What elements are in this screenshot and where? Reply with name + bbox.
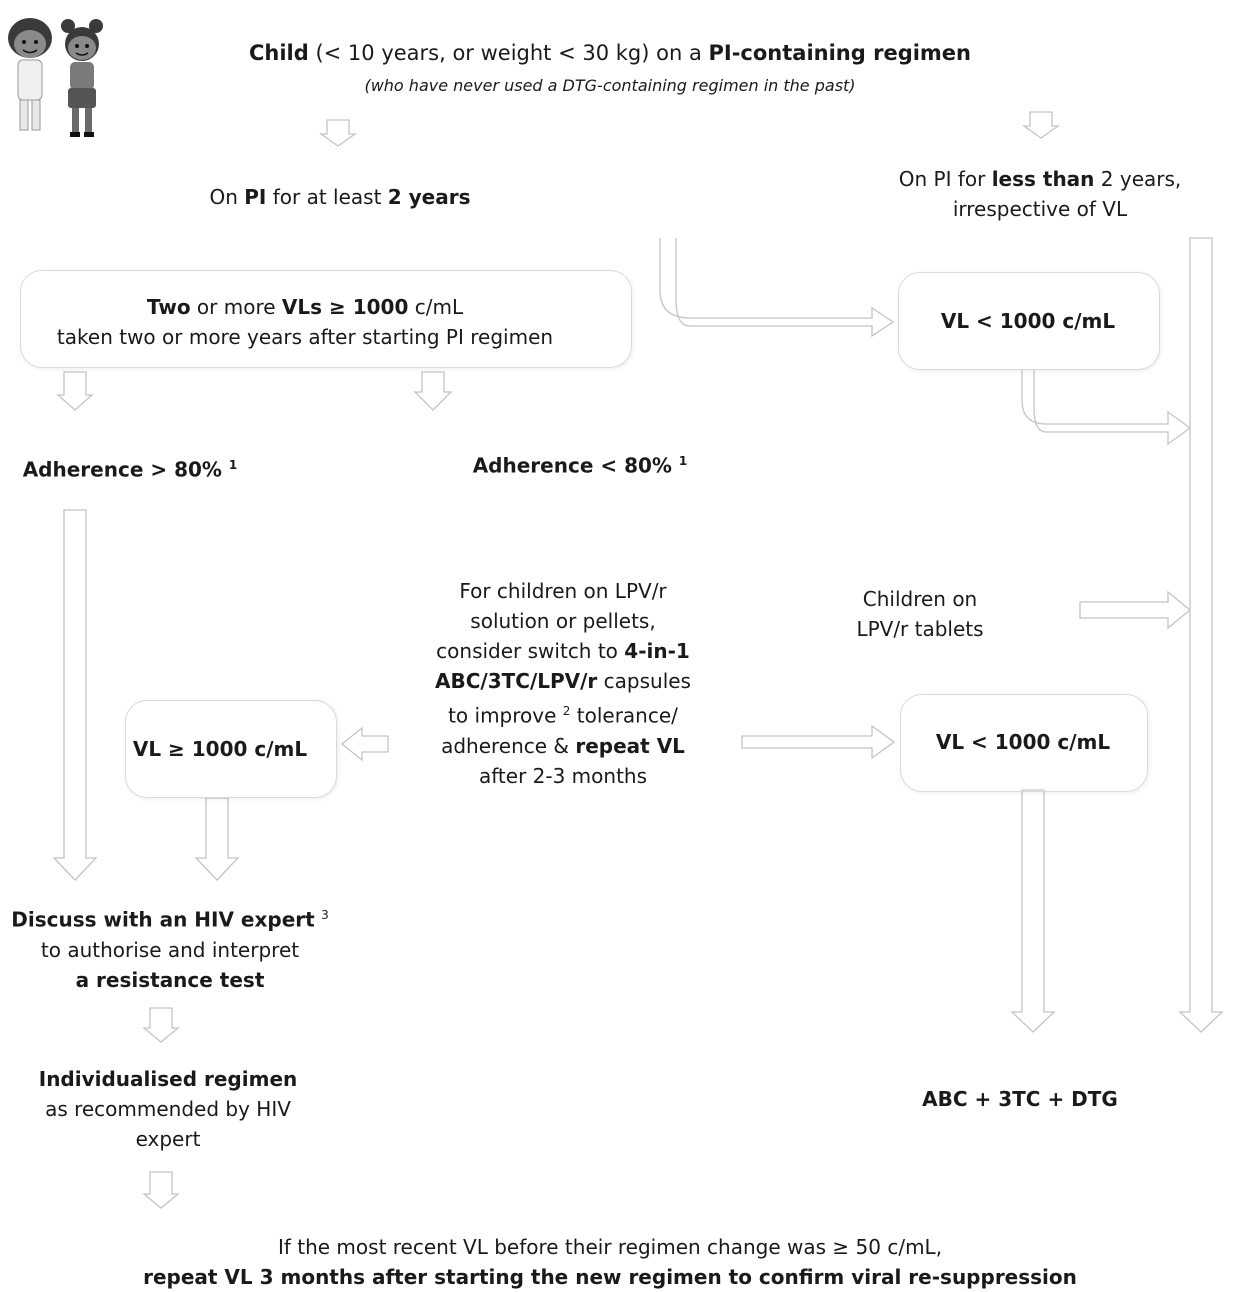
arrow-note-right bbox=[741, 724, 896, 760]
arrow-down-3 bbox=[56, 371, 94, 411]
arrow-down-1 bbox=[318, 119, 358, 147]
vl-ge-1000-box bbox=[125, 700, 337, 798]
arrow-down-6 bbox=[142, 1171, 180, 1209]
children-illustration bbox=[8, 18, 103, 137]
vl-ge-1000-text: VL ≥ 1000 c/mL bbox=[132, 737, 308, 761]
vl-less-1000-top-text: VL < 1000 c/mL bbox=[940, 309, 1116, 333]
vl-less-1000-mid-text: VL < 1000 c/mL bbox=[935, 730, 1111, 754]
arrow-bent-right bbox=[1021, 370, 1192, 446]
two-vls-box bbox=[20, 270, 632, 368]
vl-less-1000-mid-box bbox=[900, 694, 1148, 792]
boy-figure bbox=[8, 18, 52, 131]
final-regimen: ABC + 3TC + DTG bbox=[922, 1087, 1118, 1111]
individualised-regimen: Individualised regimen as recommended by… bbox=[38, 1067, 298, 1151]
arrow-vlge-down bbox=[194, 797, 240, 881]
arrow-vllt-down bbox=[1010, 789, 1056, 1033]
girl-figure bbox=[61, 19, 103, 137]
lpv-tablets-label: Children on LPV/r tablets bbox=[856, 587, 984, 641]
arrow-note-left bbox=[340, 726, 389, 762]
header-subtitle: (who have never used a DTG-containing re… bbox=[364, 76, 856, 95]
arrow-down-4 bbox=[413, 371, 453, 411]
arrow-down-2 bbox=[1021, 111, 1061, 139]
right-branch-label: On PI for less than 2 years, irrespectiv… bbox=[898, 167, 1182, 221]
arrow-down-5 bbox=[142, 1007, 180, 1043]
discuss-expert: Discuss with an HIV expert 3 to authoris… bbox=[11, 907, 329, 992]
adherence-gt-80: Adherence > 80% 1 bbox=[22, 457, 238, 482]
left-branch-label: On PI for at least 2 years bbox=[209, 185, 471, 209]
arrow-bent-top bbox=[659, 238, 895, 338]
footer-note: If the most recent VL before their regim… bbox=[143, 1235, 1077, 1289]
arrow-tablets-right bbox=[1079, 590, 1192, 630]
vl-less-1000-top-box bbox=[898, 272, 1160, 370]
switch-note: For children on LPV/r solution or pellet… bbox=[435, 579, 691, 788]
two-vls-text: Two or more VLs ≥ 1000 c/mL taken two or… bbox=[56, 295, 554, 349]
arrow-long-left bbox=[52, 509, 98, 881]
header-title: Child (< 10 years, or weight < 30 kg) on… bbox=[248, 41, 971, 65]
adherence-lt-80: Adherence < 80% 1 bbox=[472, 453, 688, 478]
arrow-long-right bbox=[1178, 237, 1224, 1033]
